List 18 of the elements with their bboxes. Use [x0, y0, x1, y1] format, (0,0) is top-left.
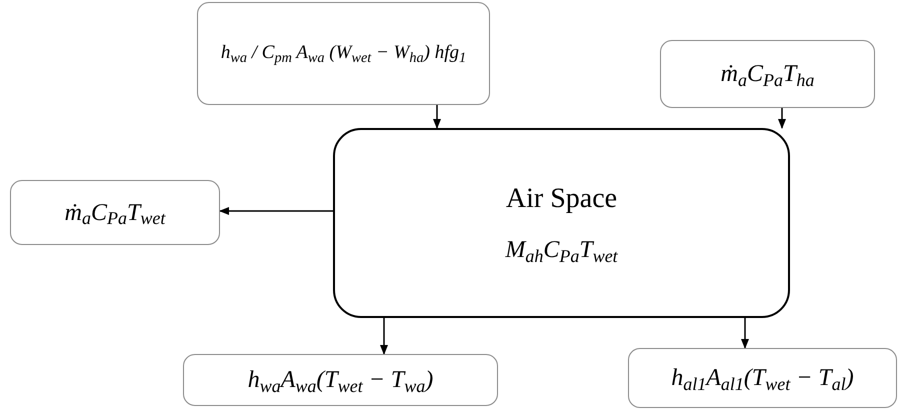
formula: h$_{wa}$ / C$_{pm}$ A$_{wa}$ (W$_{wet}$ − W$_{ha}$) hfg$_{1}$ [220, 41, 466, 68]
term-box [660, 40, 875, 108]
term-box [183, 354, 498, 406]
arrow [219, 207, 333, 215]
arrow [778, 108, 786, 129]
formula: h$_{al1}$A$_{al1}$(T$_{wet}$ − T$_{al}$) [671, 364, 854, 396]
formula: M$_{ah}$C$_{Pa}$T$_{wet}$ [505, 236, 618, 268]
term-box [628, 348, 897, 408]
process-box [333, 128, 790, 318]
arrow [380, 318, 388, 355]
formula: ṁ$_{a}$C$_{Pa}$T$_{wet}$ [64, 198, 166, 230]
arrow [741, 318, 749, 349]
term-box [197, 2, 490, 105]
box-title: Air Space [506, 182, 618, 216]
arrow [433, 105, 441, 129]
term-box [10, 180, 220, 245]
formula: h$_{wa}$A$_{wa}$(T$_{wet}$ − T$_{wa}$) [248, 366, 434, 398]
formula: ṁ$_{a}$C$_{Pa}$T$_{ha}$ [720, 60, 814, 92]
